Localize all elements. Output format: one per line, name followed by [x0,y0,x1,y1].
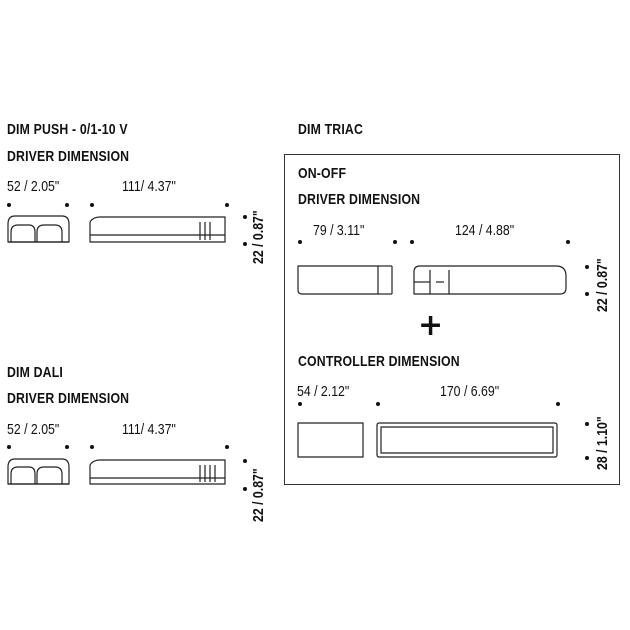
dimension-width-large: 124 / 4.88" [455,222,515,239]
dimension-dot [393,240,397,244]
dimension-dot [566,240,570,244]
driver-drawing [89,216,226,243]
dimension-width-small: 52 / 2.05" [7,421,60,438]
heading-driver-dimension: DRIVER DIMENSION [298,191,421,208]
dimension-dot [65,445,69,449]
dimension-width-small: 54 / 2.12" [297,383,350,400]
dimension-dot [90,203,94,207]
connector-drawing [7,458,70,485]
dimension-dot [243,215,247,219]
dimension-dot [65,203,69,207]
dimension-width-large: 111/ 4.37" [122,421,176,438]
dimension-dot [585,265,589,269]
dimension-width-small: 52 / 2.05" [7,178,60,195]
heading-driver-dimension: DRIVER DIMENSION [7,390,130,407]
dimension-dot [243,242,247,246]
dimension-dot [225,203,229,207]
connector-drawing [7,215,70,243]
dimension-dot [376,402,380,406]
dimension-width-large: 170 / 6.69" [440,383,500,400]
heading-dim-push: DIM PUSH - 0/1-10 V [7,121,128,138]
driver-drawing [89,459,226,485]
dimension-dot [7,203,11,207]
heading-driver-dimension: DRIVER DIMENSION [7,148,130,165]
heading-dim-dali: DIM DALI [7,364,63,381]
triac-frame [284,154,620,485]
dimension-dot [243,487,247,491]
heading-controller-dimension: CONTROLLER DIMENSION [298,353,460,370]
plus-icon: + [418,308,444,343]
dimension-width-large: 111/ 4.37" [122,178,176,195]
dimension-dot [243,459,247,463]
dimension-dot [585,422,589,426]
dimension-dot [298,402,302,406]
heading-dim-triac: DIM TRIAC [298,121,364,138]
dimension-dot [585,292,589,296]
dimension-dot [556,402,560,406]
dimension-dot [585,456,589,460]
dimension-dot [90,445,94,449]
on-off-driver-drawing [297,265,567,295]
controller-drawing [297,422,558,458]
dimension-dot [298,240,302,244]
dimension-dot [7,445,11,449]
dimension-width-small: 79 / 3.11" [313,222,365,239]
dimension-dot [225,445,229,449]
heading-on-off: ON-OFF [298,165,347,182]
dimension-dot [410,240,414,244]
